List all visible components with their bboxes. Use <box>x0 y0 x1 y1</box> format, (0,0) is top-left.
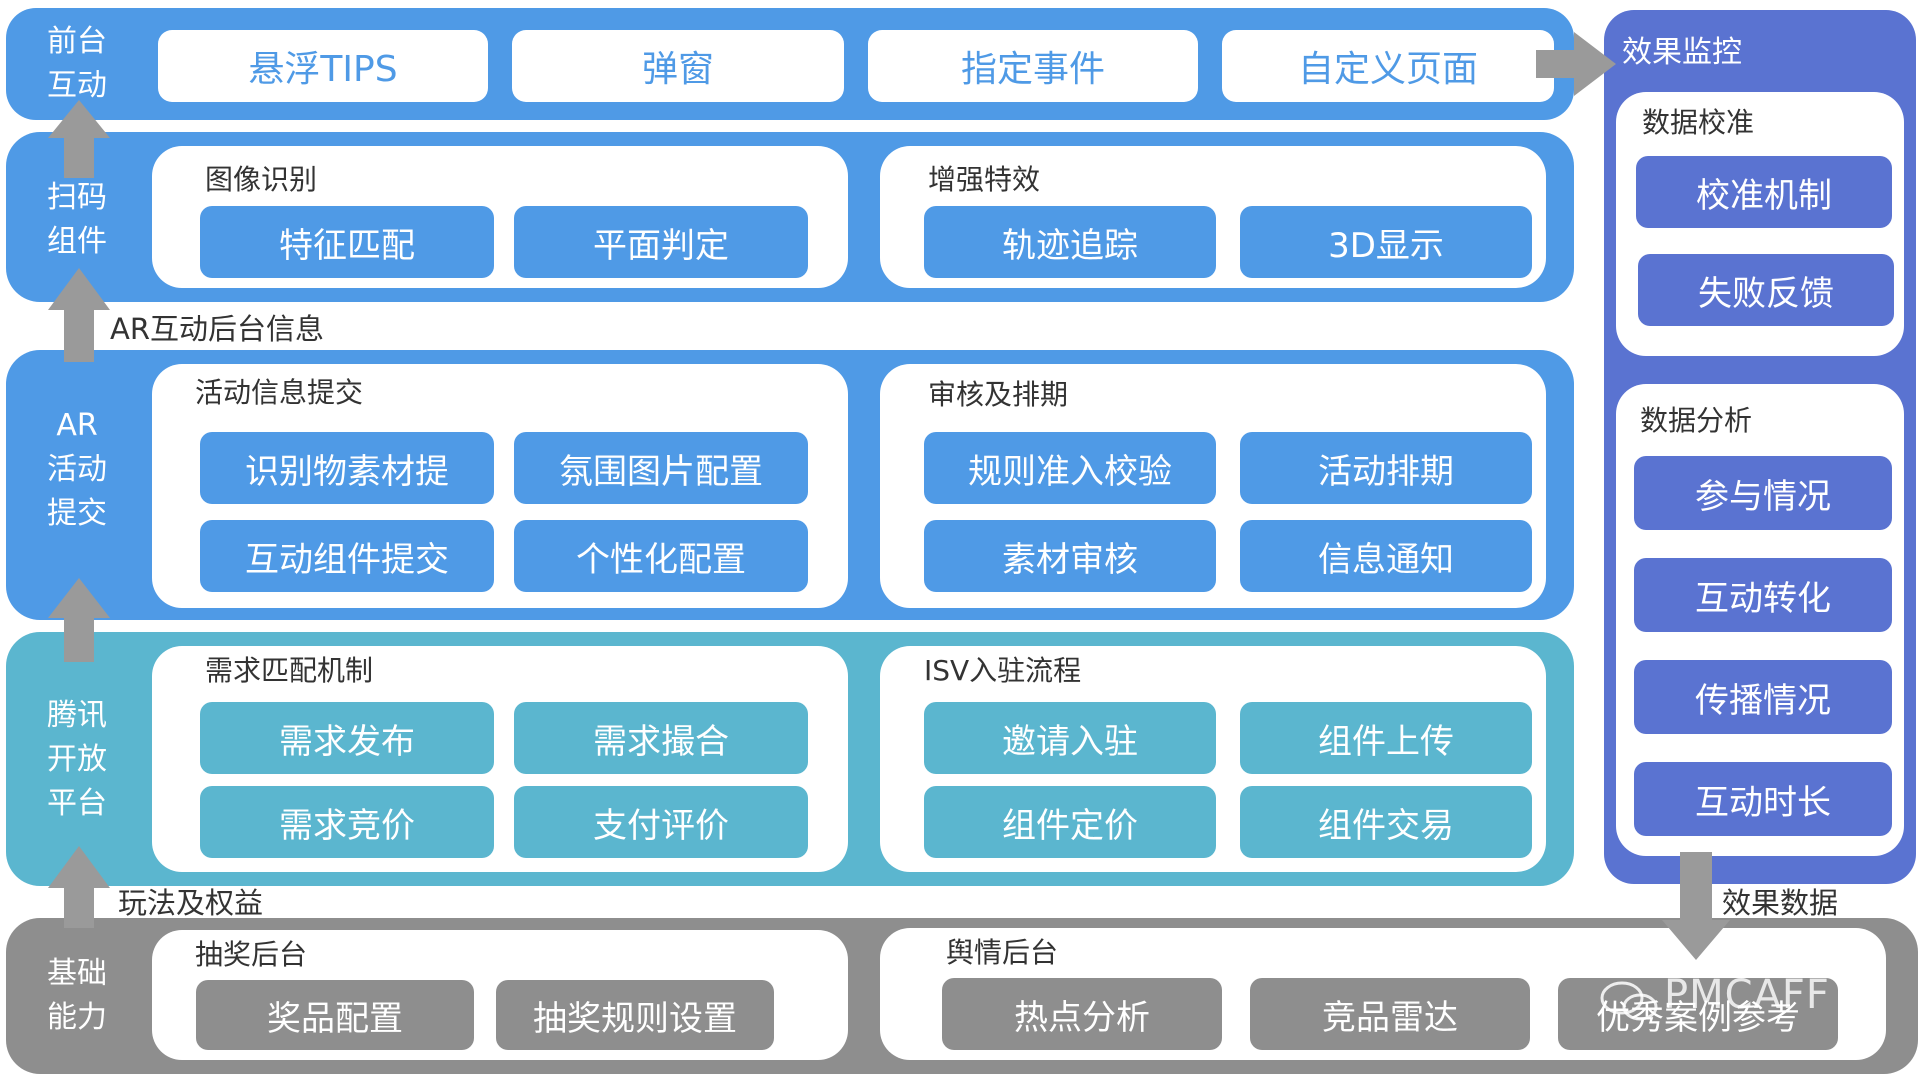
base-panel-lottery-title: 抽奖后台 <box>195 938 308 971</box>
frontend-item-tips: 悬浮TIPS <box>158 30 488 102</box>
monitor-item-participation: 参与情况 <box>1634 456 1892 530</box>
ar-item-notify: 信息通知 <box>1240 520 1532 592</box>
frontend-label: 前台 互动 <box>47 24 107 103</box>
monitor-item-calibration: 校准机制 <box>1636 156 1892 228</box>
base-item-lottery-rule: 抽奖规则设置 <box>496 980 774 1050</box>
ar-panel-review-title: 审核及排期 <box>928 378 1069 411</box>
tencent-item-trade: 组件交易 <box>1240 786 1532 858</box>
scan-panel-image-title: 图像识别 <box>205 163 318 196</box>
tencent-item-price: 组件定价 <box>924 786 1216 858</box>
scan-item-feature-match: 特征匹配 <box>200 206 494 278</box>
tencent-item-invite: 邀请入驻 <box>924 702 1216 774</box>
base-item-competitor: 竞品雷达 <box>1250 978 1530 1050</box>
watermark-text: PMCAFF <box>1664 972 1830 1018</box>
scan-panel-effects-title: 增强特效 <box>928 163 1041 196</box>
monitor-item-duration: 互动时长 <box>1634 762 1892 836</box>
monitor-item-conversion: 互动转化 <box>1634 558 1892 632</box>
tencent-item-upload: 组件上传 <box>1240 702 1532 774</box>
ar-item-personal: 个性化配置 <box>514 520 808 592</box>
flow-play-label: 玩法及权益 <box>118 886 264 920</box>
frontend-item-popup: 弹窗 <box>512 30 844 102</box>
base-label: 基础 能力 <box>47 956 107 1035</box>
monitor-calibration-title: 数据校准 <box>1642 106 1755 139</box>
tencent-label: 腾讯 开放 平台 <box>47 698 107 821</box>
tencent-item-bid: 需求竞价 <box>200 786 494 858</box>
scan-item-3d: 3D显示 <box>1240 206 1532 278</box>
tencent-item-match: 需求撮合 <box>514 702 808 774</box>
ar-item-schedule: 活动排期 <box>1240 432 1532 504</box>
scan-item-tracking: 轨迹追踪 <box>924 206 1216 278</box>
base-item-prize: 奖品配置 <box>196 980 474 1050</box>
tencent-item-pay: 支付评价 <box>514 786 808 858</box>
ar-item-recognition: 识别物素材提 <box>200 432 494 504</box>
ar-panel-submit-title: 活动信息提交 <box>195 376 364 409</box>
tencent-panel-demand-title: 需求匹配机制 <box>205 654 374 687</box>
flow-ar-info-label: AR互动后台信息 <box>110 312 324 346</box>
wechat-icon <box>1600 981 1658 1021</box>
base-panel-sentiment-title: 舆情后台 <box>946 936 1059 969</box>
frontend-item-event: 指定事件 <box>868 30 1198 102</box>
monitor-analysis-title: 数据分析 <box>1640 404 1753 437</box>
frontend-item-custom-page: 自定义页面 <box>1222 30 1554 102</box>
scan-label: 扫码 组件 <box>47 180 107 259</box>
ar-label: AR 活动 提交 <box>47 408 107 531</box>
ar-item-component: 互动组件提交 <box>200 520 494 592</box>
ar-item-rule-check: 规则准入校验 <box>924 432 1216 504</box>
tencent-item-publish: 需求发布 <box>200 702 494 774</box>
base-item-hotspot: 热点分析 <box>942 978 1222 1050</box>
ar-item-material-review: 素材审核 <box>924 520 1216 592</box>
monitor-item-failure: 失败反馈 <box>1638 254 1894 326</box>
flow-effect-label: 效果数据 <box>1722 886 1839 920</box>
monitor-item-spread: 传播情况 <box>1634 660 1892 734</box>
ar-item-atmosphere: 氛围图片配置 <box>514 432 808 504</box>
scan-item-plane-detect: 平面判定 <box>514 206 808 278</box>
watermark-logo <box>1600 980 1660 1022</box>
tencent-panel-isv-title: ISV入驻流程 <box>924 654 1082 687</box>
monitor-title: 效果监控 <box>1622 35 1742 70</box>
